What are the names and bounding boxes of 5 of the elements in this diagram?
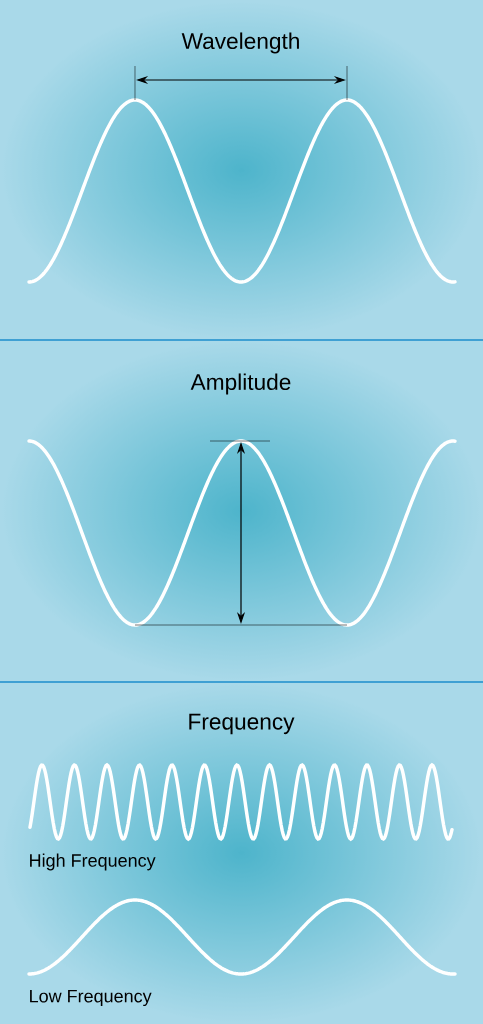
heading: Wavelength <box>181 32 299 54</box>
heading: Amplitude <box>190 373 291 395</box>
wave-label: High Frequency <box>30 853 156 871</box>
wave-label: Low Frequency <box>30 989 152 1007</box>
heading: Frequency <box>189 713 295 735</box>
